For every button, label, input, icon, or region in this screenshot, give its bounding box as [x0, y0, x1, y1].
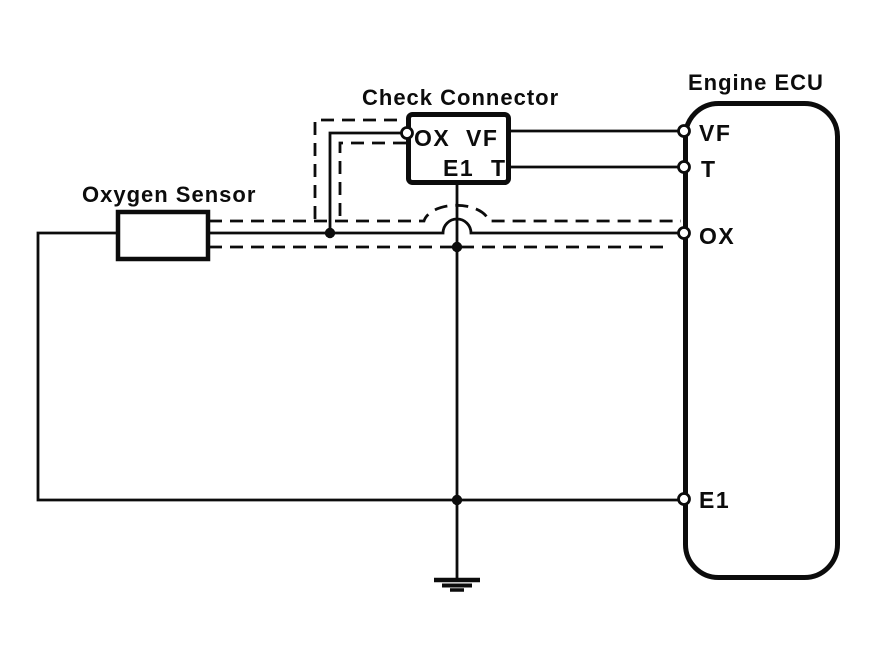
check-connector-vf-label: VF [466, 125, 498, 151]
terminal-check-connector-ox [400, 126, 414, 140]
junction-dot-shield-ground [451, 241, 463, 253]
shield-dashed-branch-inner [338, 141, 406, 218]
ecu-ox-label: OX [699, 223, 735, 249]
ground-icon [434, 577, 480, 592]
check-connector-label: Check Connector [362, 85, 559, 110]
check-connector-t-label: T [491, 155, 507, 181]
terminal-ecu-vf [677, 124, 691, 138]
junction-dot-ox-branch [324, 227, 336, 239]
check-connector-e1-label: E1 [443, 155, 474, 181]
check-connector-ox-label: OX [414, 125, 450, 151]
oxygen-sensor-label: Oxygen Sensor [82, 182, 256, 207]
ecu-t-label: T [701, 156, 717, 182]
terminal-ecu-ox [677, 226, 691, 240]
junction-dot-e1-line [451, 494, 463, 506]
wire-sensor-ground-return [36, 231, 680, 502]
ecu-vf-label: VF [699, 120, 731, 146]
engine-ecu-box [683, 101, 840, 580]
check-connector-box [406, 112, 511, 185]
shield-dashed-branch-outer [313, 118, 397, 221]
wire-check-connector-ox-branch [328, 131, 404, 231]
oxygen-sensor-box [115, 209, 211, 262]
terminal-ecu-t [677, 160, 691, 174]
terminal-ecu-e1 [677, 492, 691, 506]
shield-dashed-upper [209, 203, 681, 223]
ecu-e1-label: E1 [699, 487, 730, 513]
engine-ecu-label: Engine ECU [688, 70, 824, 95]
